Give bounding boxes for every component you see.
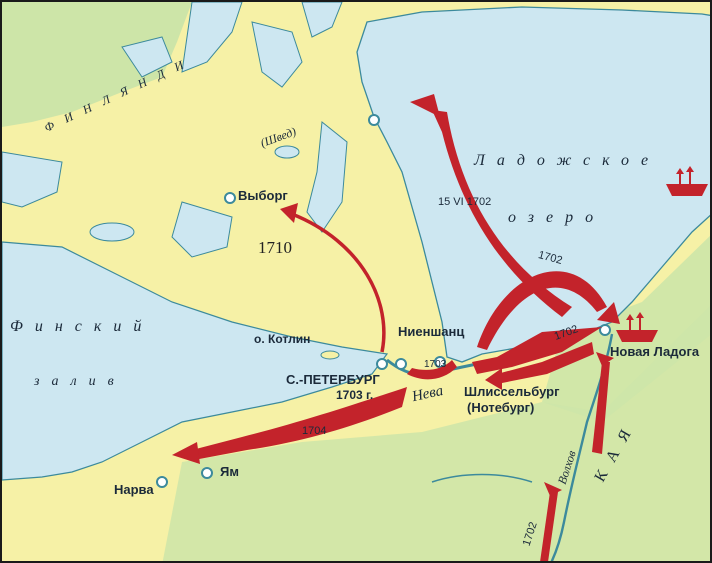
arrow-to-shlisselburg-head	[485, 368, 502, 390]
city-label-yam: Ям	[220, 464, 239, 479]
date-label-1704: 1704	[302, 425, 327, 437]
arrow-volkhov-1-head	[596, 352, 614, 366]
date-label-1703-small: 1703	[424, 359, 447, 370]
city-marker-north	[368, 114, 380, 126]
lake-label-1: Ладожское	[474, 152, 661, 169]
arrow-1702-curve-head	[597, 302, 620, 324]
city-marker-yam	[201, 467, 213, 479]
city-marker-nyenschantz	[395, 358, 407, 370]
city-marker-novaya-ladoga	[599, 324, 611, 336]
arrow-to-shlisselburg	[497, 342, 594, 384]
inlet-1	[181, 2, 243, 73]
ship-icon	[666, 166, 708, 196]
city-label-narva: Нарва	[114, 482, 154, 497]
arrow-1702-curve	[477, 271, 607, 350]
city-marker-spb	[376, 358, 388, 370]
arrow-1704-head	[172, 442, 200, 464]
city-label-noteburg: (Нотебург)	[467, 400, 535, 415]
arrow-1703	[407, 360, 457, 380]
city-marker-shlisselburg	[434, 356, 446, 368]
city-marker-vyborg	[224, 192, 236, 204]
date-label-1710: 1710	[258, 238, 292, 257]
arrow-volkhov-2-head	[544, 482, 562, 496]
inlet-5	[306, 121, 348, 233]
city-label-kotlin: о. Котлин	[254, 332, 311, 346]
date-label-1703-spb: 1703 г.	[336, 388, 374, 402]
arrow-1702-lake-head	[410, 94, 440, 117]
inlet-7	[2, 151, 63, 208]
arrow-1704	[192, 387, 407, 460]
island-1	[89, 222, 135, 242]
city-label-vyborg: Выборг	[238, 188, 288, 203]
arrow-1710	[291, 212, 386, 353]
lowland-east	[542, 235, 710, 422]
arrow-1702-ladoga	[472, 327, 602, 374]
city-label-spb: С.-ПЕТЕРБУРГ	[286, 372, 380, 387]
date-label-1702-lake: 15 VI 1702	[438, 196, 492, 208]
lowland-west	[2, 2, 192, 127]
ship-icon	[616, 312, 658, 342]
island-2	[274, 145, 300, 159]
lowland-south	[162, 305, 710, 561]
kotlin-island	[320, 350, 340, 360]
arrow-1710-head	[280, 203, 298, 223]
gulf-label-1: Финский	[10, 318, 154, 335]
inlet-3	[301, 2, 343, 38]
gulf-label-2: залив	[34, 374, 126, 389]
arrow-volkhov-2	[540, 492, 558, 561]
lake-label-2: озеро	[508, 209, 606, 226]
city-label-novaya-ladoga: Новая Ладога	[610, 344, 700, 359]
city-label-nyenschantz: Ниеншанц	[398, 324, 465, 339]
gulf-of-finland	[2, 241, 389, 481]
city-label-shlisselburg: Шлиссельбург	[464, 384, 560, 399]
city-marker-narva	[156, 476, 168, 488]
arrow-1702-lake	[432, 110, 572, 317]
arrow-volkhov-1	[592, 362, 610, 454]
river-south	[431, 473, 533, 483]
inlet-2	[251, 21, 303, 88]
inlet-4	[121, 36, 173, 78]
inlet-6	[171, 201, 233, 258]
